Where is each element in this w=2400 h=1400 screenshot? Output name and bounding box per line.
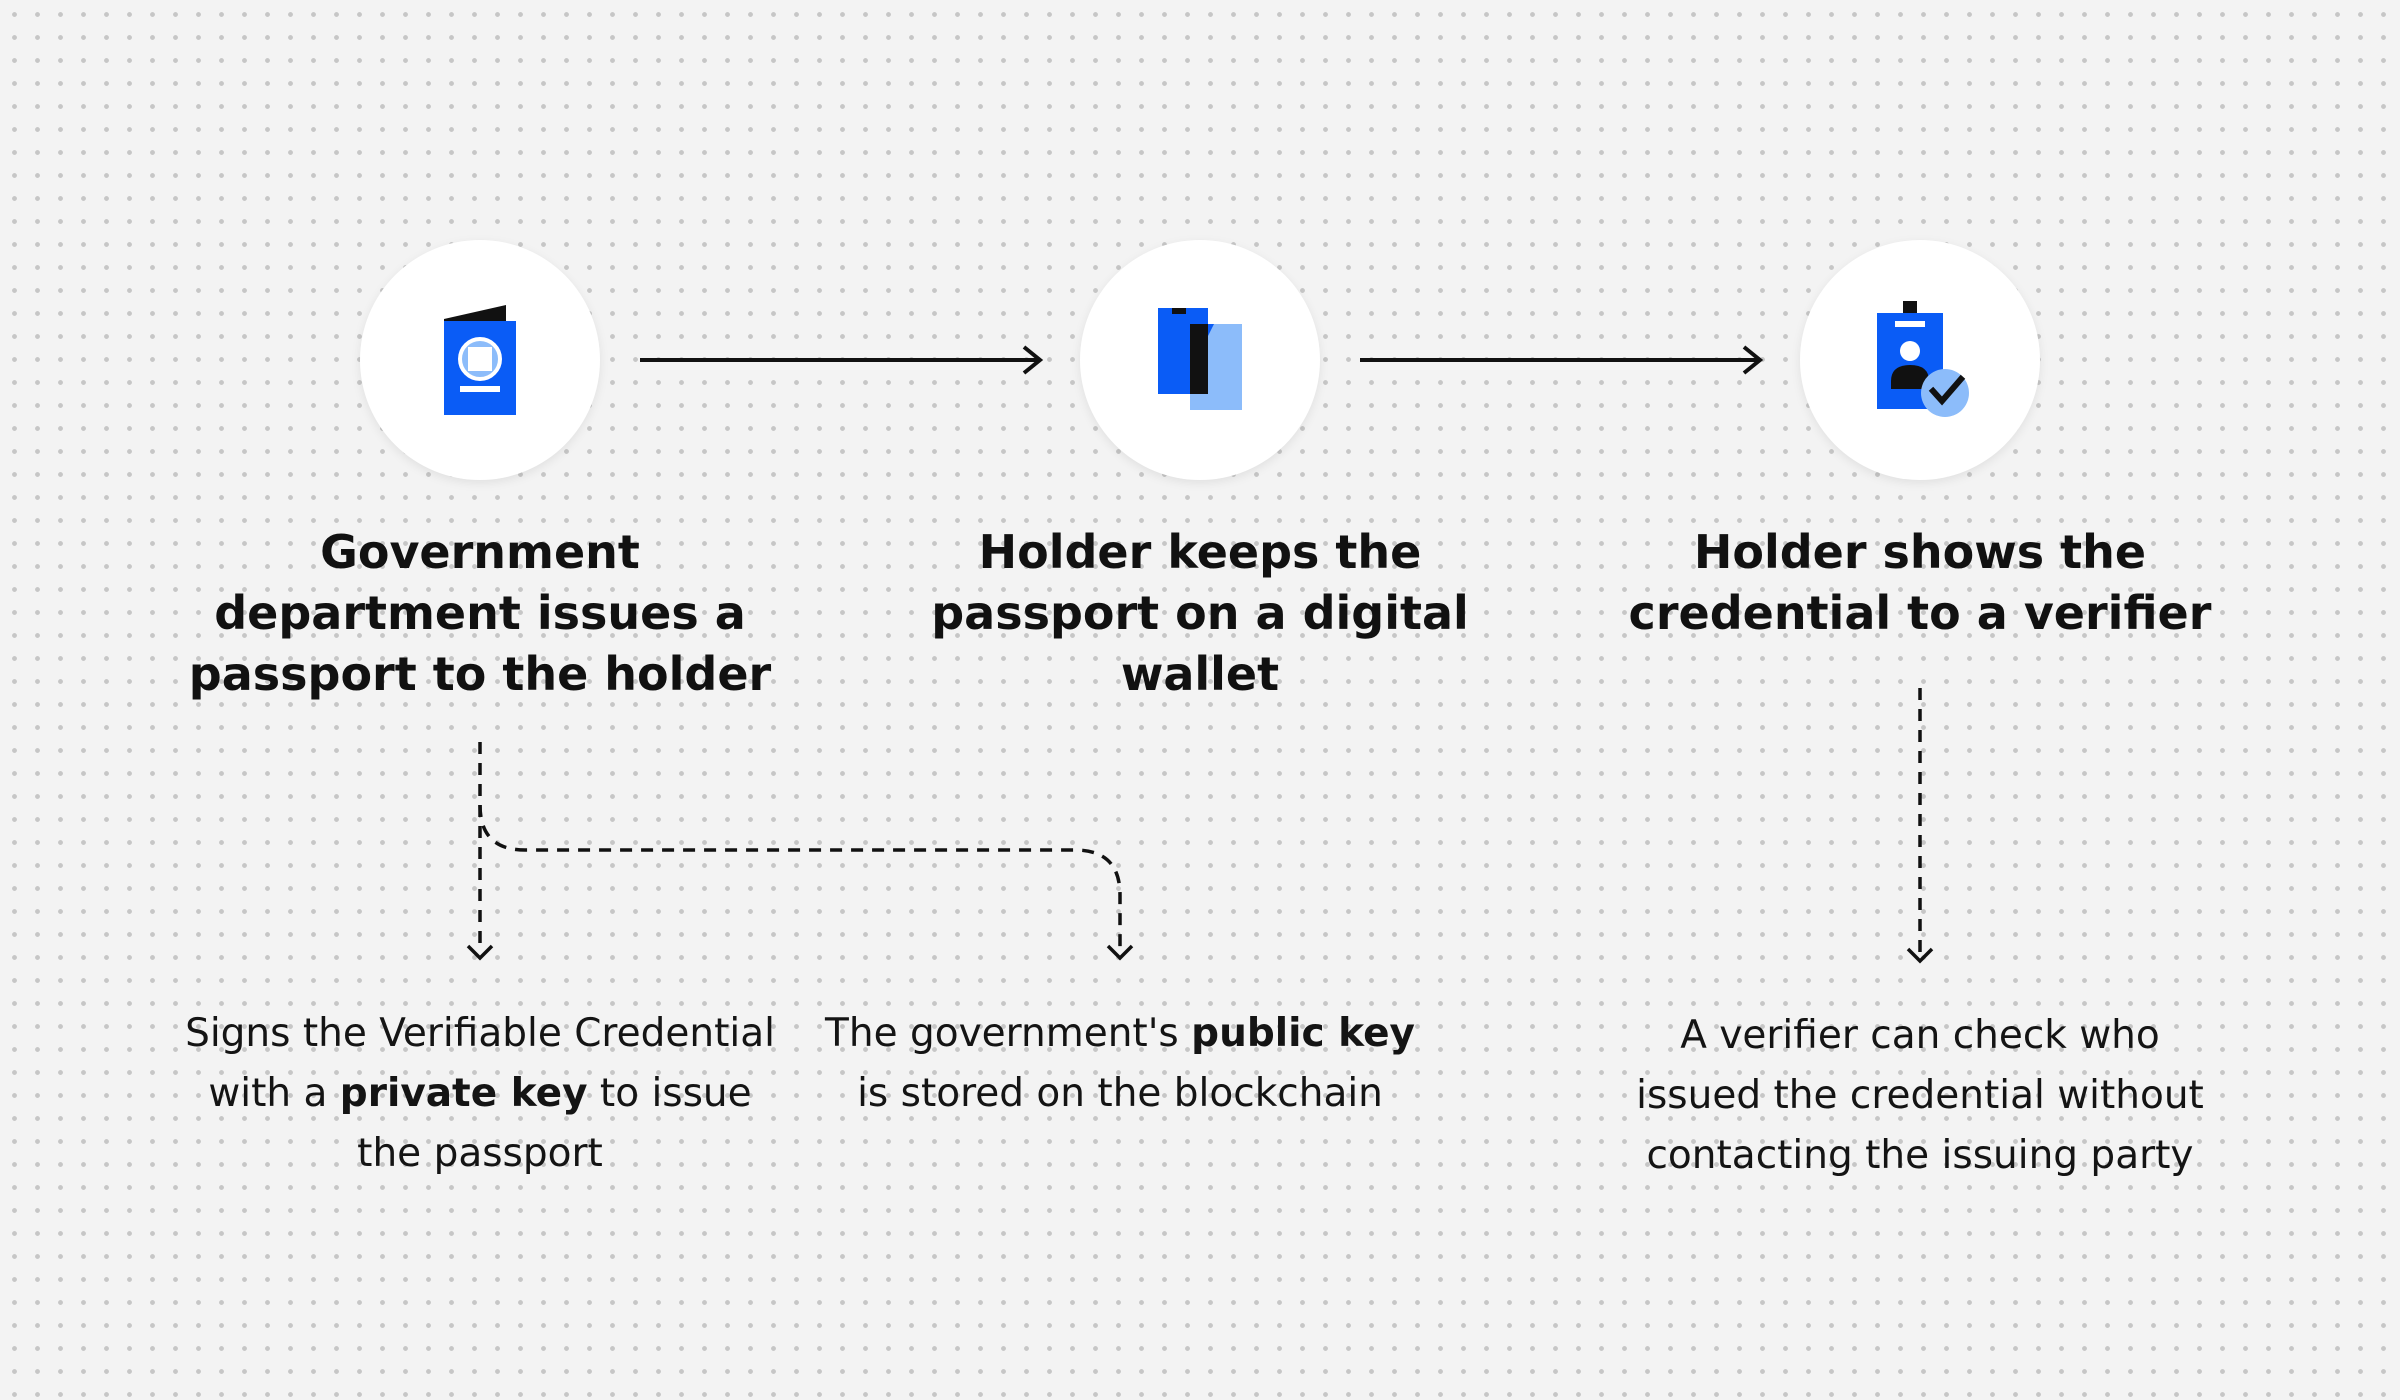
note-text: to issue the passport: [357, 1071, 752, 1176]
step-icon-circle: [360, 240, 600, 480]
step-show-verifier: Holder shows the credential to a verifie…: [1600, 240, 2240, 644]
step-title: Government department issues a passport …: [188, 525, 772, 701]
step-digital-wallet: Holder keeps the passport on a digital w…: [880, 240, 1520, 705]
dashed-line-to-verifier-note: [1906, 688, 1934, 964]
note-emphasis-private-key: private key: [339, 1071, 588, 1116]
note-text: Signs the Verifiable Credential with a: [185, 1011, 775, 1116]
step-issue-passport: Government department issues a passport …: [160, 240, 800, 705]
step-title: Holder keeps the passport on a digital w…: [931, 525, 1469, 701]
dashed-line-to-sign-note: [466, 742, 494, 961]
note-text: A verifier can check who issued the cred…: [1636, 1013, 2204, 1178]
step-icon-circle: [1800, 240, 2040, 480]
arrow-step1-to-step2: [640, 345, 1044, 375]
step-icon-circle: [1080, 240, 1320, 480]
note-text: The government's: [825, 1011, 1192, 1056]
step-title: Holder shows the credential to a verifie…: [1628, 525, 2212, 640]
digital-wallet-icon: [1158, 308, 1242, 410]
note-public-key-blockchain: The government's public key is stored on…: [820, 1004, 1420, 1124]
note-verifier-check: A verifier can check who issued the cred…: [1620, 1006, 2220, 1186]
verified-id-badge-icon: [1877, 301, 1969, 417]
note-private-key-signing: Signs the Verifiable Credential with a p…: [180, 1004, 780, 1184]
dashed-line-to-public-key-note: [478, 804, 1134, 961]
note-text: is stored on the blockchain: [857, 1071, 1383, 1116]
note-emphasis-public-key: public key: [1191, 1011, 1415, 1056]
passport-icon: [444, 305, 516, 415]
arrow-step2-to-step3: [1360, 345, 1764, 375]
